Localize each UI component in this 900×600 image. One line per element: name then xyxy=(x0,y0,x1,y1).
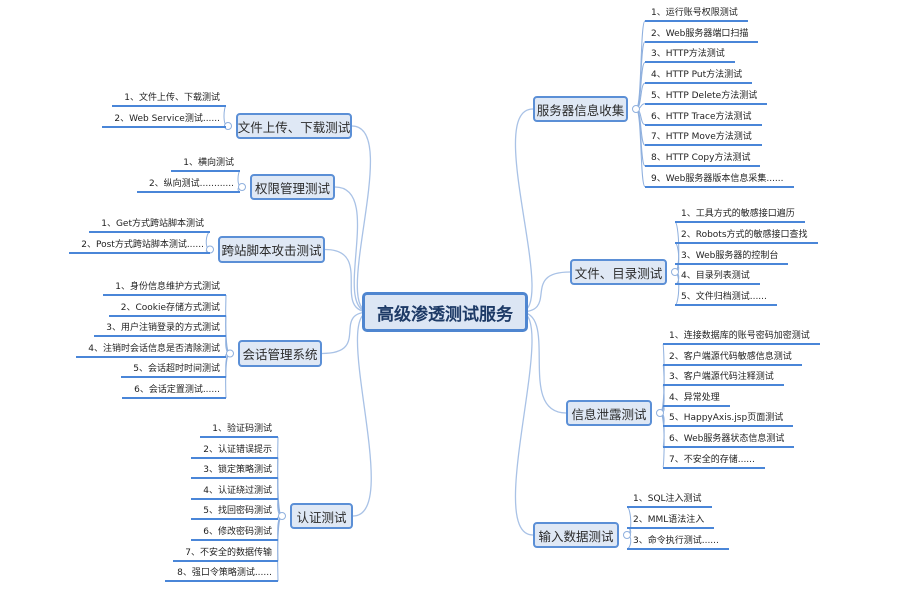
subtopic-item[interactable]: 2、Web服务器端口扫描 xyxy=(645,27,759,43)
main-branch-link xyxy=(519,271,571,313)
subtopic-item[interactable]: 3、Web服务器的控制台 xyxy=(675,249,789,265)
subtopic-item[interactable]: 7、不安全的存储...... xyxy=(663,453,765,469)
branch-topic[interactable]: 信息泄露测试 xyxy=(566,400,652,426)
collapse-toggle-icon[interactable] xyxy=(278,512,286,520)
collapse-toggle-icon[interactable] xyxy=(656,409,664,417)
branch-topic[interactable]: 会话管理系统 xyxy=(238,340,322,367)
subtopic-item[interactable]: 6、修改密码测试 xyxy=(191,525,278,541)
subtopic-item[interactable]: 3、客户端源代码注释测试 xyxy=(663,370,784,387)
subtopic-item[interactable]: 5、找回密码测试 xyxy=(191,504,278,521)
subtopic-item[interactable]: 1、Get方式跨站脚本测试 xyxy=(89,217,210,233)
collapse-toggle-icon[interactable] xyxy=(238,183,246,191)
main-branch-link xyxy=(334,186,371,313)
branch-topic[interactable]: 服务器信息收集 xyxy=(533,96,628,122)
subtopic-item[interactable]: 4、认证绕过测试 xyxy=(191,484,278,500)
subtopic-item[interactable]: 2、客户端源代码敏感信息测试 xyxy=(663,350,802,366)
subtopic-item[interactable]: 1、身份信息维护方式测试 xyxy=(103,280,226,296)
main-branch-link xyxy=(514,311,534,536)
subtopic-item[interactable]: 6、会话定置测试...... xyxy=(122,383,226,399)
subtopic-item[interactable]: 3、HTTP方法测试 xyxy=(645,47,735,64)
subtopic-item[interactable]: 2、Robots方式的敏感接口查找 xyxy=(675,228,818,244)
branch-topic[interactable]: 认证测试 xyxy=(290,503,353,529)
main-branch-link xyxy=(514,108,534,313)
collapse-toggle-icon[interactable] xyxy=(226,349,234,358)
subtopic-item[interactable]: 1、SQL注入测试 xyxy=(627,492,712,508)
main-branch-link xyxy=(352,311,372,517)
subtopic-item[interactable]: 6、HTTP Trace方法测试 xyxy=(645,110,762,126)
branch-topic[interactable]: 输入数据测试 xyxy=(533,522,619,548)
subtopic-item[interactable]: 4、HTTP Put方法测试 xyxy=(645,68,753,85)
branch-topic[interactable]: 跨站脚本攻击测试 xyxy=(218,236,325,263)
subtopic-item[interactable]: 5、文件归档测试...... xyxy=(675,290,777,307)
subtopic-item[interactable]: 5、会话超时时间测试 xyxy=(121,362,226,379)
subtopic-item[interactable]: 1、运行账号权限测试 xyxy=(645,6,748,22)
central-topic[interactable]: 高级渗透测试服务 xyxy=(362,292,528,332)
main-branch-link xyxy=(351,125,372,313)
subtopic-item[interactable]: 2、认证错误提示 xyxy=(191,443,278,459)
subtopic-item[interactable]: 1、验证码测试 xyxy=(200,422,278,438)
subtopic-item[interactable]: 2、Cookie存储方式测试 xyxy=(108,301,226,317)
collapse-toggle-icon[interactable] xyxy=(206,245,214,254)
subtopic-item[interactable]: 2、MML语法注入 xyxy=(627,513,715,529)
subtopic-item[interactable]: 5、HTTP Delete方法测试 xyxy=(645,89,768,105)
collapse-toggle-icon[interactable] xyxy=(623,531,631,539)
subtopic-item[interactable]: 9、Web服务器版本信息采集...... xyxy=(645,172,794,188)
subtopic-item[interactable]: 1、横向测试 xyxy=(171,156,240,172)
subtopic-item[interactable]: 5、HappyAxis.jsp页面测试 xyxy=(663,411,794,428)
main-branch-link xyxy=(324,248,371,313)
subtopic-item[interactable]: 2、Post方式跨站脚本测试...... xyxy=(69,238,210,254)
subtopic-item[interactable]: 7、不安全的数据传输 xyxy=(173,546,278,562)
subtopic-item[interactable]: 1、工具方式的敏感接口遍历 xyxy=(675,207,805,223)
subtopic-item[interactable]: 7、HTTP Move方法测试 xyxy=(645,130,762,147)
subtopic-item[interactable]: 3、用户注销登录的方式测试 xyxy=(94,321,226,338)
branch-topic[interactable]: 文件、目录测试 xyxy=(570,259,667,285)
branch-topic[interactable]: 权限管理测试 xyxy=(250,174,335,200)
branch-topic[interactable]: 文件上传、下载测试 xyxy=(236,113,352,139)
main-branch-link xyxy=(519,311,567,414)
collapse-toggle-icon[interactable] xyxy=(671,268,679,276)
subtopic-item[interactable]: 6、Web服务器状态信息测试 xyxy=(663,432,795,448)
subtopic-item[interactable]: 3、命令执行测试...... xyxy=(627,534,729,550)
subtopic-item[interactable]: 4、目录列表测试 xyxy=(675,269,760,286)
subtopic-item[interactable]: 4、注销时会话信息是否清除测试 xyxy=(76,342,226,358)
subtopic-item[interactable]: 3、锁定策略测试 xyxy=(191,463,278,480)
subtopic-item[interactable]: 2、Web Service测试...... xyxy=(102,112,226,128)
subtopic-item[interactable]: 1、文件上传、下载测试 xyxy=(112,91,226,107)
subtopic-item[interactable]: 2、纵向测试............ xyxy=(136,177,240,193)
subtopic-item[interactable]: 4、异常处理 xyxy=(663,391,730,407)
main-branch-link xyxy=(321,311,371,355)
subtopic-item[interactable]: 8、HTTP Copy方法测试 xyxy=(645,151,761,167)
subtopic-item[interactable]: 1、连接数据库的账号密码加密测试 xyxy=(663,329,820,345)
subtopic-item[interactable]: 8、强口令策略测试...... xyxy=(165,566,278,583)
collapse-toggle-icon[interactable] xyxy=(632,105,640,113)
